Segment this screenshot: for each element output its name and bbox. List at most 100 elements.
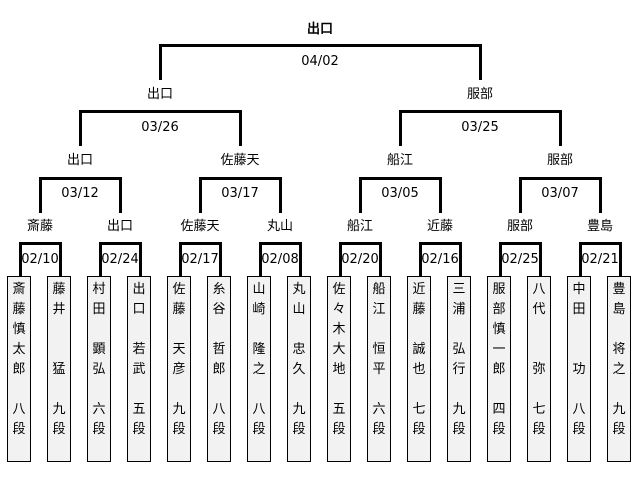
quarterfinal-right-winner: 近藤 — [426, 219, 454, 234]
player-box: 佐藤天彦九段 — [167, 276, 191, 462]
first-round-bracket-horizontal — [579, 242, 622, 245]
player-name-char: 将 — [612, 342, 626, 357]
player-name-char: 天 — [172, 342, 186, 357]
player-name-char: 浦 — [452, 302, 466, 317]
player-name-char — [328, 380, 350, 400]
first-round-date: 02/25 — [501, 252, 539, 267]
player-name-char: 八 — [572, 402, 586, 417]
first-round-bracket-horizontal — [99, 242, 142, 245]
player-name-char: 太 — [12, 342, 26, 357]
semifinal-bracket-left — [79, 110, 82, 146]
player-name-char — [368, 380, 390, 400]
player-name-char: 佐 — [172, 282, 186, 297]
player-name-char: 七 — [412, 402, 426, 417]
player-name-char — [448, 380, 470, 400]
player-name-char: 郎 — [492, 362, 506, 377]
player-box: 三浦弘行九段 — [447, 276, 471, 462]
semifinal-bracket-horizontal — [79, 110, 242, 113]
player-name-char: 三 — [452, 282, 466, 297]
quarterfinal-bracket-left — [199, 177, 202, 213]
first-round-date: 02/21 — [581, 252, 619, 267]
final-bracket-left — [159, 44, 162, 80]
player-box: 丸山忠久九段 — [287, 276, 311, 462]
player-name-char: 服 — [492, 282, 506, 297]
quarterfinal-right-winner: 出口 — [106, 219, 134, 234]
first-round-bracket-right — [299, 242, 302, 276]
player-name-char — [48, 320, 70, 340]
first-round-bracket-horizontal — [499, 242, 542, 245]
quarterfinal-date: 03/17 — [221, 186, 259, 201]
first-round-bracket-right — [379, 242, 382, 276]
quarterfinal-date: 03/07 — [541, 186, 579, 201]
first-round-bracket-left — [499, 242, 502, 276]
quarterfinal-bracket-horizontal — [359, 177, 442, 180]
player-name-char: 武 — [132, 362, 146, 377]
player-name-char: 段 — [92, 422, 106, 437]
player-name-char — [608, 380, 630, 400]
player-name-char: 也 — [412, 362, 426, 377]
player-name-char: 段 — [132, 422, 146, 437]
player-name-char: 崎 — [252, 302, 266, 317]
player-name-char: 段 — [612, 422, 626, 437]
player-name-char: 段 — [172, 422, 186, 437]
player-name-char: 行 — [452, 362, 466, 377]
semifinal-bracket-right — [559, 110, 562, 146]
player-name-char: 田 — [572, 302, 586, 317]
player-name-char: 丸 — [292, 282, 306, 297]
player-name-char: 猛 — [52, 362, 66, 377]
first-round-bracket-horizontal — [419, 242, 462, 245]
player-name-char — [288, 380, 310, 400]
first-round-bracket-left — [99, 242, 102, 276]
player-name-char: 佐 — [332, 282, 346, 297]
player-name-char: 四 — [492, 402, 506, 417]
final-right-winner: 服部 — [466, 87, 494, 102]
player-name-char — [248, 380, 270, 400]
player-name-char: 段 — [332, 422, 346, 437]
player-name-char: 顕 — [92, 342, 106, 357]
player-name-char: 八 — [212, 402, 226, 417]
first-round-date: 02/08 — [261, 252, 299, 267]
first-round-bracket-right — [59, 242, 62, 276]
first-round-date: 02/20 — [341, 252, 379, 267]
player-name-char: 段 — [12, 422, 26, 437]
player-name-char — [48, 380, 70, 400]
player-box: 近藤誠也七段 — [407, 276, 431, 462]
quarterfinal-left-winner: 船江 — [346, 219, 374, 234]
player-name-char: 一 — [492, 342, 506, 357]
player-box: 船江恒平六段 — [367, 276, 391, 462]
player-name-char: 誠 — [412, 342, 426, 357]
player-name-char: 平 — [372, 362, 386, 377]
first-round-bracket-left — [419, 242, 422, 276]
player-name-char: 九 — [52, 402, 66, 417]
player-name-char: 田 — [92, 302, 106, 317]
player-name-char — [528, 340, 550, 360]
player-name-char: 村 — [92, 282, 106, 297]
player-name-char: 段 — [532, 422, 546, 437]
player-name-char: 藤 — [12, 302, 26, 317]
player-name-char: 郎 — [212, 362, 226, 377]
player-name-char: 段 — [492, 422, 506, 437]
player-name-char: 段 — [212, 422, 226, 437]
player-name-char: 地 — [332, 362, 346, 377]
player-name-char — [8, 380, 30, 400]
quarterfinal-left-winner: 斎藤 — [26, 219, 54, 234]
first-round-bracket-left — [259, 242, 262, 276]
player-name-char: 九 — [452, 402, 466, 417]
player-name-char — [248, 320, 270, 340]
player-name-char — [168, 320, 190, 340]
player-name-char: 藤 — [172, 302, 186, 317]
player-name-char: 大 — [332, 342, 346, 357]
quarterfinal-bracket-left — [39, 177, 42, 213]
first-round-date: 02/10 — [21, 252, 59, 267]
semifinal-right-winner: 服部 — [546, 153, 574, 168]
quarterfinal-bracket-right — [439, 177, 442, 213]
final-date: 04/02 — [301, 54, 339, 69]
player-name-char: 九 — [612, 402, 626, 417]
final-bracket-right — [479, 44, 482, 80]
semifinal-date: 03/25 — [461, 120, 499, 135]
player-name-char: 八 — [12, 402, 26, 417]
player-name-char: 近 — [412, 282, 426, 297]
player-box: 八代弥七段 — [527, 276, 551, 462]
first-round-date: 02/17 — [181, 252, 219, 267]
player-name-char: 若 — [132, 342, 146, 357]
